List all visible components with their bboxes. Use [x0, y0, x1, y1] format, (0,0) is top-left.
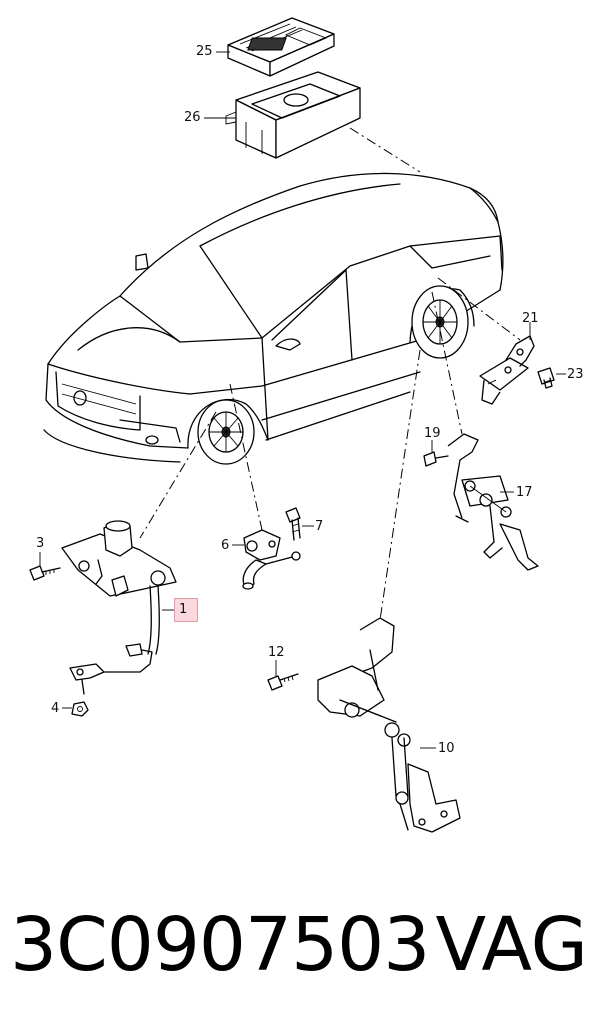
control-module-part-25: [227, 17, 335, 77]
bolt-part-12: [267, 673, 299, 691]
callout-25: 25: [196, 44, 213, 59]
callout-3: 3: [36, 536, 45, 551]
callout-17: 17: [516, 485, 533, 500]
bolt-part-3: [29, 565, 61, 581]
bracket-part-26: [225, 71, 361, 159]
bolt-part-7: [285, 507, 301, 541]
bolt-part-19: [423, 451, 449, 467]
callout-19: 19: [424, 426, 441, 441]
part-number: 3C0907503: [10, 902, 430, 988]
bolt-part-23: [537, 367, 555, 389]
callout-7: 7: [315, 519, 324, 534]
level-sensor-part-1: [61, 520, 177, 695]
bracket-assembly-part-10: [317, 617, 461, 833]
bracket-part-6: [242, 529, 301, 590]
car-body: [43, 172, 504, 465]
callout-21: 21: [522, 311, 539, 326]
brand-label: VAG: [435, 902, 588, 988]
callout-26: 26: [184, 110, 201, 125]
callout-6: 6: [221, 538, 230, 553]
sensor-part-21: [479, 335, 535, 405]
callout-12: 12: [268, 645, 285, 660]
callout-4: 4: [51, 701, 60, 716]
exploded-parts-diagram: [29, 17, 566, 833]
nut-part-4: [71, 701, 89, 717]
callout-10: 10: [438, 741, 455, 756]
bracket-assembly-part-17: [447, 433, 539, 571]
part-info-footer: 3C0907503 VAG: [0, 895, 600, 1005]
callout-23: 23: [567, 367, 584, 382]
callout-1-highlighted: 1: [174, 598, 198, 622]
